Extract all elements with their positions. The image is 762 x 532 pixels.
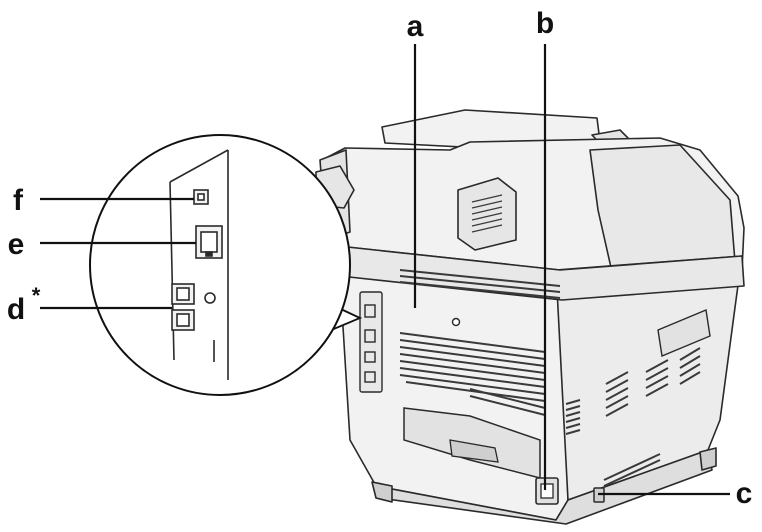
hinge-vent bbox=[471, 194, 503, 233]
line-ports bbox=[171, 283, 195, 331]
adf-cover-shade bbox=[589, 144, 736, 273]
callout-a: a bbox=[407, 10, 424, 43]
foot-left bbox=[371, 481, 393, 503]
lan-port bbox=[195, 225, 223, 259]
callout-f: f bbox=[13, 184, 24, 217]
callout-b: b bbox=[536, 7, 554, 40]
ac-inlet-socket bbox=[540, 483, 554, 499]
side-vents bbox=[603, 347, 701, 487]
zoom-circle bbox=[89, 134, 351, 396]
scanner-hinge-block bbox=[457, 177, 517, 251]
foot-right bbox=[699, 447, 717, 471]
callout-c: c bbox=[736, 477, 753, 510]
body-port-panel bbox=[359, 291, 383, 393]
callout-d: d bbox=[7, 293, 25, 326]
usb-port bbox=[193, 189, 209, 205]
side-handle-recess bbox=[657, 309, 711, 357]
rear-screw bbox=[451, 317, 461, 327]
side-rear-vents bbox=[565, 399, 581, 435]
callout-e: e bbox=[8, 228, 25, 261]
rear-vents bbox=[399, 269, 561, 416]
leader-lines bbox=[40, 44, 730, 496]
callout-d-asterisk: * bbox=[32, 283, 41, 308]
ground-screw bbox=[204, 292, 216, 304]
rear-tray-handle bbox=[449, 439, 499, 463]
